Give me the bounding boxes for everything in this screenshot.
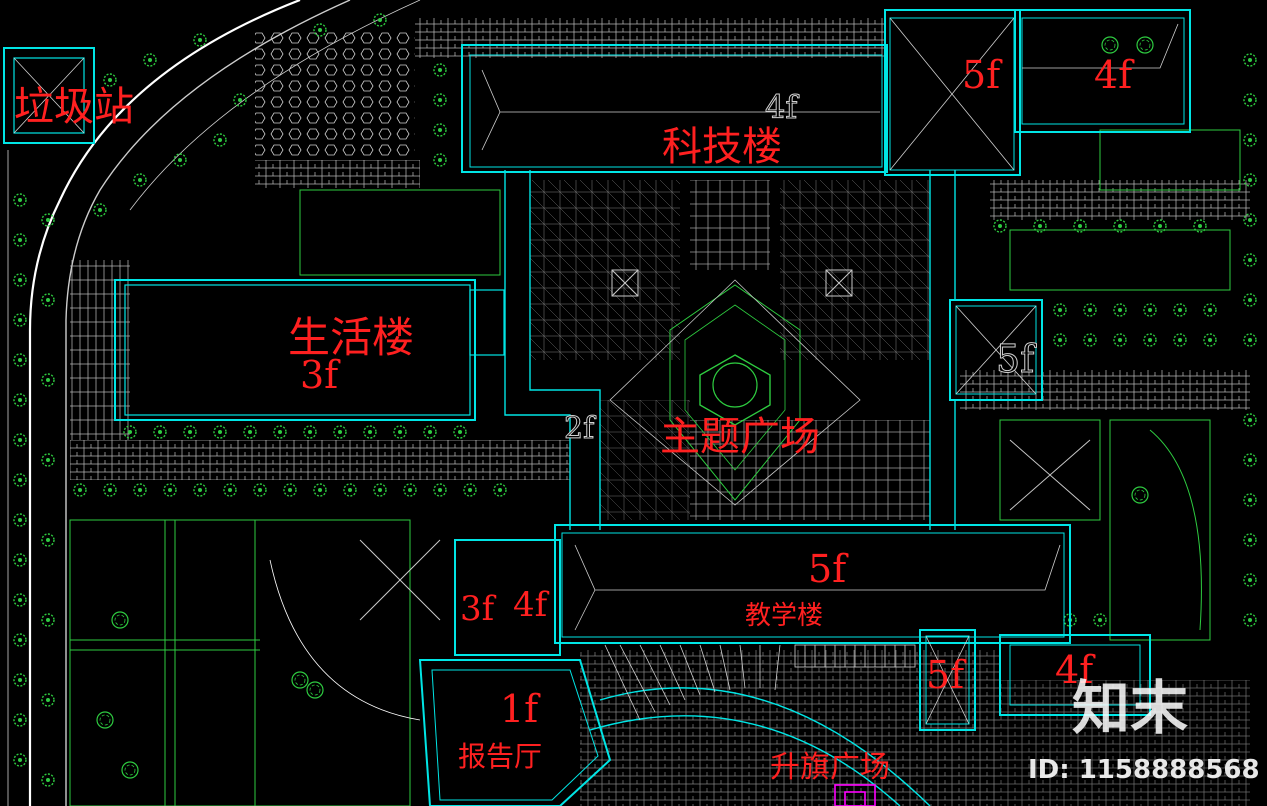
label-garbage-station: 垃圾站 xyxy=(14,84,134,130)
label-teaching-building-floor: 5f xyxy=(808,547,849,591)
label-auditorium-floor: 1f xyxy=(500,687,541,731)
label-flag-plaza: 升旗广场 xyxy=(770,750,890,785)
label-tech-building-floor-ghost: 4f xyxy=(765,88,799,126)
road-edge-lines xyxy=(7,0,421,806)
watermark-id: ID: 1158888568 xyxy=(1028,755,1260,785)
label-teaching-east-4f: 4f xyxy=(1055,648,1096,692)
corridors xyxy=(504,170,956,530)
label-teaching-west-3f: 3f xyxy=(460,589,497,629)
buildings xyxy=(3,9,1191,806)
label-teaching-building: 教学楼 xyxy=(745,601,823,631)
label-tech-building-4f: 4f xyxy=(1094,53,1135,97)
label-theme-plaza: 主题广场 xyxy=(660,414,820,460)
living-building-outline xyxy=(114,279,505,421)
label-living-building-floor: 3f xyxy=(300,353,341,397)
garbage-station-outline xyxy=(3,47,95,144)
watermark: 知末 ID: 1158888568 xyxy=(1028,674,1260,785)
label-tech-building: 科技楼 xyxy=(662,124,782,170)
flag-pole-element xyxy=(834,784,876,806)
teaching-building-outline xyxy=(454,524,1151,731)
watermark-brand: 知末 xyxy=(1072,674,1188,742)
auditorium-outline xyxy=(418,659,612,806)
label-auditorium: 报告厅 xyxy=(458,740,542,773)
tech-building-outline xyxy=(461,9,1191,176)
building-labels: 垃圾站 4f 科技楼 5f 4f 生活楼 3f 2f 主题广场 5f 5f 教学… xyxy=(14,53,1135,785)
label-east-tower-floor: 5f xyxy=(996,337,1037,381)
flag-plaza-outline xyxy=(589,687,931,806)
label-tech-building-5f: 5f xyxy=(962,53,1003,97)
paving-areas xyxy=(70,18,1250,806)
label-corridor-2f: 2f xyxy=(564,411,596,446)
theme-plaza-pattern xyxy=(609,269,861,506)
label-teaching-east-5f: 5f xyxy=(926,653,967,697)
label-living-building: 生活楼 xyxy=(288,313,414,362)
east-tower-outline xyxy=(949,299,1043,401)
stair-steps xyxy=(604,644,916,721)
landscape-lines xyxy=(69,129,1241,806)
label-teaching-west-4f: 4f xyxy=(513,585,550,625)
